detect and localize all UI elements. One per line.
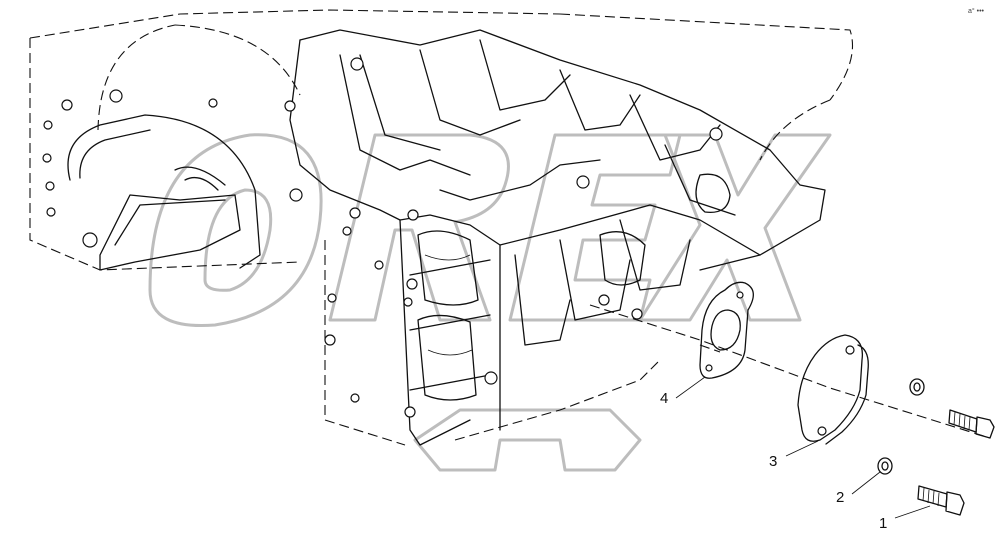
corner-mark: a° ••• <box>968 7 985 15</box>
callout-4: 4 <box>660 390 668 407</box>
watermark-logo <box>148 133 832 472</box>
washer-part <box>877 378 925 475</box>
callout-3: 3 <box>769 453 777 470</box>
callout-1: 1 <box>879 515 887 532</box>
alignment-centerline <box>589 304 991 439</box>
gasket-part <box>699 281 754 379</box>
leader-lines <box>675 376 931 519</box>
engine-block <box>29 9 854 446</box>
callout-2: 2 <box>836 489 844 506</box>
cover-plate-part <box>797 334 869 445</box>
bolt-part <box>917 409 995 516</box>
gasket-centerline <box>699 344 721 353</box>
